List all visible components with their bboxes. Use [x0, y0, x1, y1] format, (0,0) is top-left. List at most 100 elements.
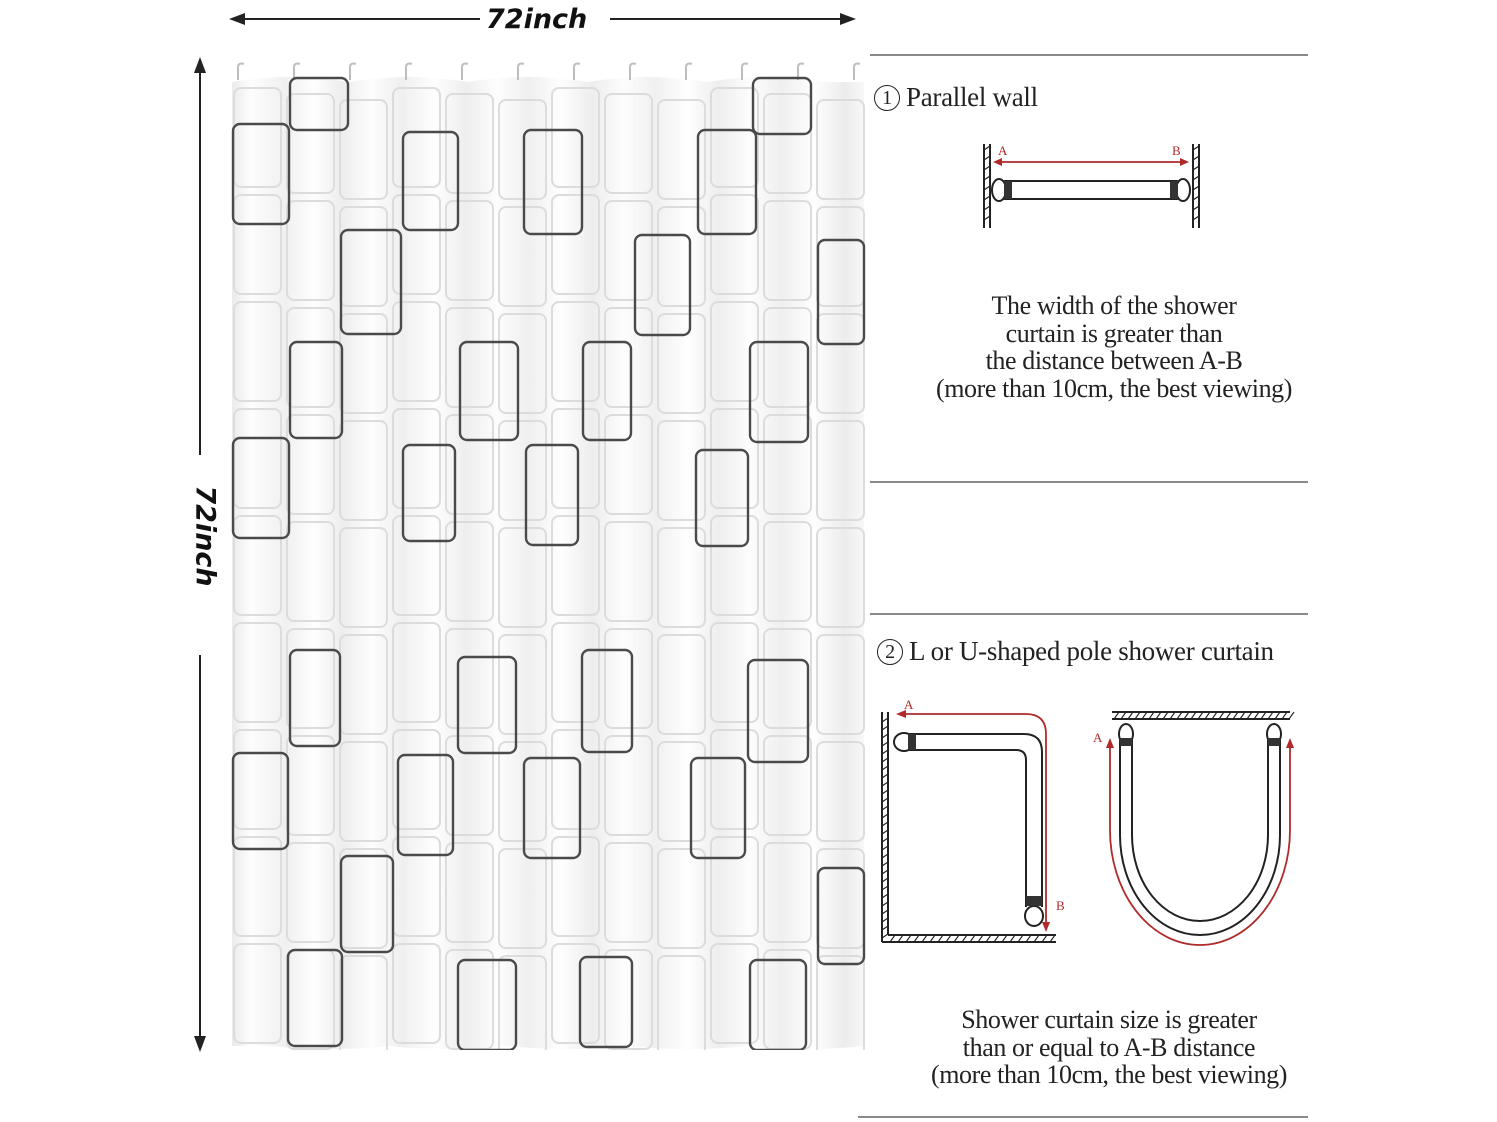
curtain-pattern-square [456, 655, 518, 755]
curtain-hook [237, 62, 245, 80]
curtain-tile [286, 842, 335, 943]
curtain-tile [286, 200, 335, 301]
curtain-pattern-square [401, 443, 457, 543]
curtain-tile [445, 200, 494, 301]
curtain-tile [286, 414, 335, 515]
curtain-tile [498, 99, 547, 200]
curtain-tile [339, 420, 388, 521]
curtain-tile [286, 521, 335, 622]
description-line: (more than 10cm, the best viewing) [935, 373, 1293, 403]
curtain-tile [445, 842, 494, 943]
curtain-tile [816, 99, 865, 200]
divider-top [870, 54, 1308, 56]
curtain-tile [763, 842, 812, 943]
curtain-tile [286, 307, 335, 408]
curtain-tile [392, 729, 441, 830]
curtain-pattern-square [696, 128, 758, 236]
curtain-tile [392, 87, 441, 188]
curtain-tile [657, 420, 706, 521]
curtain-pattern-square [694, 448, 750, 548]
curtain-tile [657, 848, 706, 949]
description-line: The width of the shower [991, 291, 1237, 320]
curtain-pattern-square [751, 76, 813, 136]
curtain-tile [710, 729, 759, 830]
curtain-tile [657, 955, 706, 1050]
curtain-pattern-square [748, 340, 810, 444]
curtain-pattern-square [288, 648, 342, 748]
u-point-a-label: A [1093, 730, 1103, 745]
curtain-tile [392, 515, 441, 616]
curtain-pattern-square [288, 76, 350, 132]
curtain-tile [498, 955, 547, 1050]
curtain-tile [763, 414, 812, 515]
curtain-tile [551, 408, 600, 509]
curtain-tile [498, 206, 547, 307]
curtain-tile [551, 729, 600, 830]
curtain-tile [233, 194, 282, 295]
curtain-tile [604, 521, 653, 622]
height-label: 72inch [189, 485, 221, 587]
curtain-tile [710, 515, 759, 616]
curtain-tile [551, 301, 600, 402]
curtain-pattern-square [339, 854, 395, 954]
curtain-pattern-square [231, 436, 291, 540]
curtain-tile [445, 93, 494, 194]
height-dimension-arrow [194, 57, 206, 1052]
curtain-pattern-square [339, 228, 403, 336]
curtain-tile [710, 836, 759, 937]
curtain-hook [517, 62, 525, 80]
curtain-tile [498, 848, 547, 949]
parallel-wall-rod-icon [983, 144, 1200, 228]
curtain-tile [657, 741, 706, 842]
curtain-tile [657, 313, 706, 414]
curtain-pattern-square [578, 955, 634, 1049]
curtain-tile [551, 943, 600, 1044]
l-u-shaped-description: Shower curtain size is greater than or e… [895, 1006, 1323, 1089]
curtain-tile [763, 307, 812, 408]
curtain-tile [498, 634, 547, 735]
curtain-pattern-square [401, 130, 460, 232]
curtain-tile [445, 521, 494, 622]
curtain-tile [392, 301, 441, 402]
l-shaped-rod-icon [881, 710, 1056, 943]
curtain-tile [710, 622, 759, 723]
curtain-tile [392, 194, 441, 295]
shower-curtain-image [231, 62, 866, 1050]
curtain-pattern-square [522, 128, 584, 236]
width-dimension-arrow [229, 13, 856, 25]
curtain-tile [498, 420, 547, 521]
curtain-tile [763, 93, 812, 194]
l-point-b-label: B [1056, 898, 1065, 913]
curtain-tile [657, 99, 706, 200]
curtain-hook [629, 62, 637, 80]
curtain-pattern-square [816, 866, 866, 966]
curtain-tile [604, 414, 653, 515]
curtain-tile [657, 634, 706, 735]
curtain-tile [657, 206, 706, 307]
curtain-tile [339, 527, 388, 628]
curtain-pattern-square [816, 238, 866, 346]
description-line: curtain is greater than [1005, 318, 1223, 348]
curtain-tile [657, 527, 706, 628]
curtain-pattern-square [231, 751, 290, 851]
curtain-tile [233, 515, 282, 616]
curtain-hook [797, 62, 805, 80]
curtain-hook [573, 62, 581, 80]
curtain-tile [604, 949, 653, 1050]
l-point-a-label: A [904, 697, 914, 712]
curtain-pattern-square [458, 340, 520, 442]
curtain-tile [763, 200, 812, 301]
description-line: Shower curtain size is greater [961, 1005, 1257, 1034]
curtain-tile [445, 414, 494, 515]
parallel-wall-description: The width of the shower curtain is great… [900, 292, 1328, 402]
curtain-tile [710, 301, 759, 402]
curtain-tile [339, 741, 388, 842]
curtain-tile [286, 93, 335, 194]
parallel-wall-title: Parallel wall [906, 82, 1038, 112]
curtain-tile [710, 194, 759, 295]
curtain-tile [392, 622, 441, 723]
curtain-pattern-square [746, 658, 810, 764]
curtain-hook [293, 62, 301, 80]
